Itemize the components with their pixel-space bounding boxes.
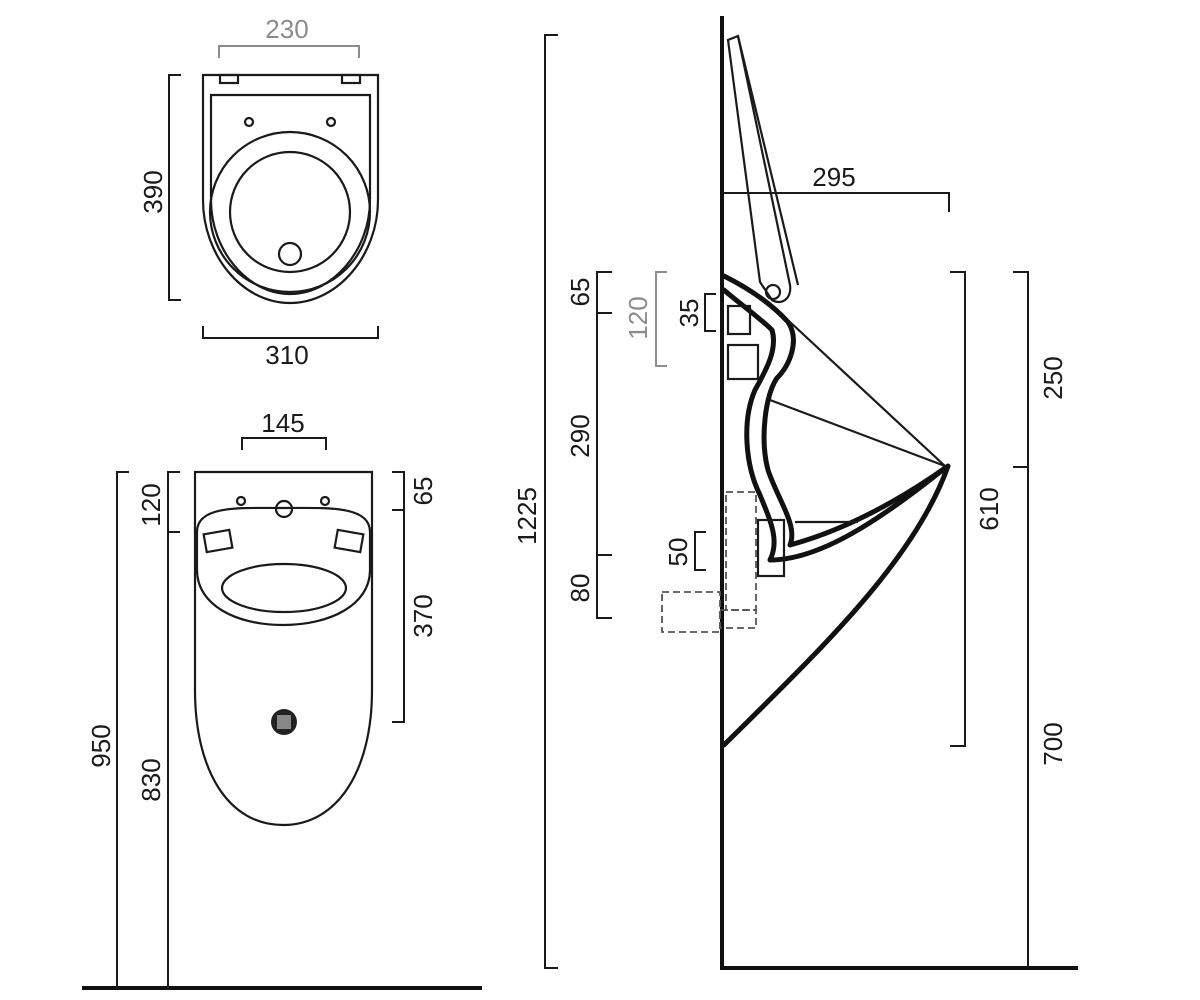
- dim-line-145: [241, 437, 327, 450]
- dim-line-right-floor: [1013, 271, 1029, 968]
- front-view-bracket-left: [202, 528, 234, 554]
- front-view-outline: [193, 470, 374, 827]
- dim-line-grey-120: [655, 271, 667, 367]
- dim-line-295: [722, 192, 950, 212]
- dim-side-outlet-50: 50: [663, 538, 693, 567]
- side-view-lid-hinge: [764, 283, 782, 301]
- side-view-trap-connector: [719, 609, 757, 629]
- dim-side-left-290: 290: [565, 414, 595, 457]
- side-view-lid-edge: [736, 35, 800, 286]
- dim-side-inlet-35: 35: [674, 299, 704, 328]
- dim-line-right-front: [392, 471, 405, 723]
- side-view-bracket: [726, 343, 760, 381]
- dim-line-830: [167, 471, 180, 988]
- front-view: 145 950 120 830 65 370: [82, 408, 482, 990]
- side-view-trap: [661, 591, 721, 633]
- dim-line-50: [694, 531, 706, 571]
- top-view-bowl-rim: [208, 130, 372, 294]
- dim-side-body-610: 610: [974, 487, 1004, 530]
- top-view-fixing-hole-left: [243, 116, 255, 128]
- dim-side-upper-250: 250: [1038, 356, 1068, 399]
- top-view-outline: [201, 73, 380, 305]
- dim-line-950: [116, 471, 129, 988]
- dim-line-left-chain: [596, 271, 612, 619]
- side-view: 1225 295 65 290 80 120 35 50 610 250 700: [512, 16, 1078, 970]
- side-view-rim-line-2: [769, 398, 946, 468]
- front-view-sensor-window: [277, 715, 291, 729]
- dim-front-width-145: 145: [261, 408, 304, 438]
- front-view-inlet: [274, 499, 294, 519]
- side-view-inlet-fitting: [726, 304, 752, 336]
- dim-line-310: [202, 326, 379, 339]
- dim-front-height-950: 950: [86, 724, 116, 767]
- front-view-fixing-hole-right: [319, 495, 331, 507]
- dim-side-left-80: 80: [565, 574, 595, 603]
- top-view-fixing-hole-right: [325, 116, 337, 128]
- side-view-lid: [726, 34, 792, 304]
- dim-top-depth-390: 390: [138, 170, 168, 213]
- dim-line-230: [218, 45, 360, 58]
- side-view-rim-line-1: [789, 321, 946, 467]
- dim-front-right-65: 65: [408, 477, 438, 506]
- side-view-outlet-box: [725, 491, 757, 611]
- dim-side-floor-700: 700: [1038, 722, 1068, 765]
- dim-line-390: [168, 74, 181, 301]
- dim-front-body-830: 830: [136, 758, 166, 801]
- top-view: 230 310 390: [138, 14, 380, 370]
- front-view-bowl-inner: [220, 562, 348, 614]
- top-view-bowl: [228, 150, 352, 274]
- dim-line-35: [704, 293, 716, 332]
- top-view-bracket-left: [218, 73, 240, 85]
- dim-side-overall-1225: 1225: [512, 487, 542, 545]
- dim-side-left-65: 65: [565, 278, 595, 307]
- dim-line-1225: [544, 34, 558, 969]
- dim-side-grey-120: 120: [623, 296, 653, 339]
- dim-front-offset-120: 120: [136, 483, 166, 526]
- dim-line-610: [950, 271, 966, 747]
- front-view-bracket-right: [333, 528, 365, 554]
- top-view-bracket-right: [340, 73, 362, 85]
- side-view-bowl-inner: [721, 287, 948, 563]
- side-view-body-outline: [721, 273, 951, 748]
- front-view-fixing-hole-left: [235, 495, 247, 507]
- dim-side-projection-295: 295: [812, 162, 855, 192]
- dim-front-right-370: 370: [408, 594, 438, 637]
- top-view-inner-outline: [209, 93, 372, 296]
- side-view-outlet-fitting: [756, 518, 786, 578]
- front-view-bowl-outer: [195, 506, 372, 627]
- top-view-drain: [277, 241, 303, 267]
- dim-top-width-310: 310: [265, 340, 308, 370]
- dim-top-width-230: 230: [265, 14, 308, 44]
